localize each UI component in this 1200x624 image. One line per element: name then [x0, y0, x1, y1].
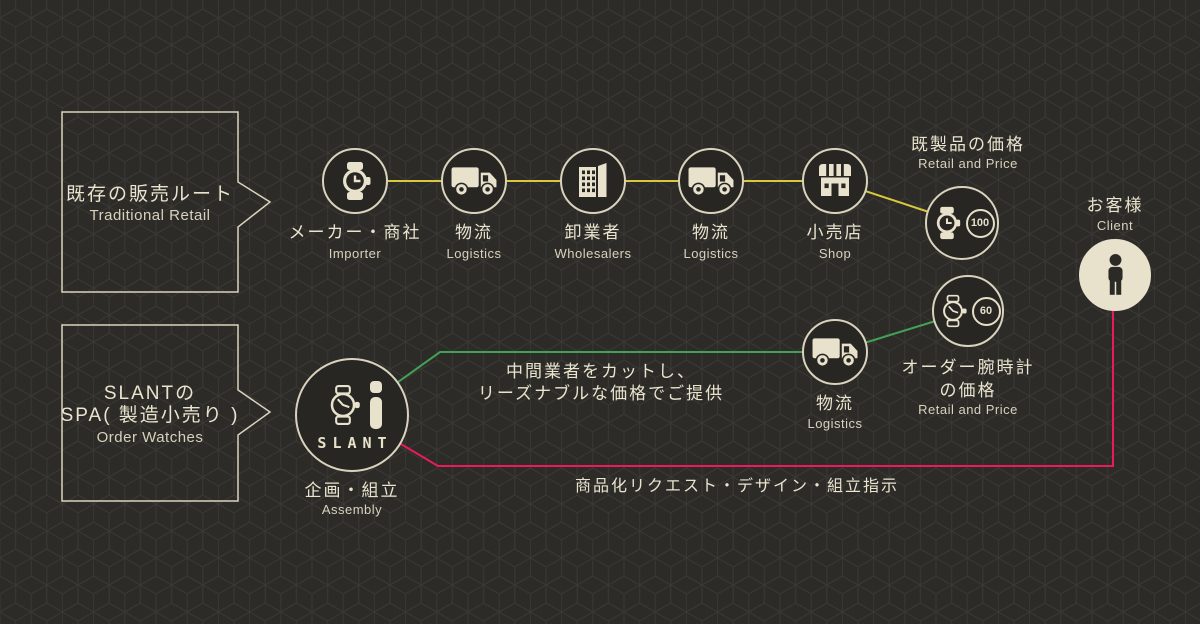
slant-logo-mark — [322, 380, 382, 429]
node-logistics-2 — [678, 148, 744, 214]
cut-middlemen-note-line1: 中間業者をカットし、 — [506, 362, 696, 381]
truck-icon — [688, 164, 734, 198]
order-price-label-jp1: オーダー腕時計 — [901, 358, 1035, 377]
truck-icon — [451, 164, 497, 198]
node-spa-logistics — [802, 319, 868, 385]
node-wholesalers-label-jp: 卸業者 — [564, 223, 622, 242]
node-logistics-1-label-jp: 物流 — [455, 223, 493, 242]
node-importer-label-jp: メーカー・商社 — [288, 223, 422, 242]
node-wholesalers-label-en: Wholesalers — [554, 246, 632, 261]
spa-box-outline — [61, 324, 272, 502]
cut-middlemen-note-line2: リーズナブルな価格でご提供 — [477, 384, 725, 403]
node-shop-label-jp: 小売店 — [806, 223, 864, 242]
slant-logo-text: SLANT — [317, 433, 393, 452]
person-icon — [1102, 253, 1129, 297]
node-retail-price: 100 — [925, 186, 999, 260]
assembly-label-jp: 企画・組立 — [304, 481, 400, 500]
building-icon — [573, 161, 613, 201]
spa-logistics-label-en: Logistics — [807, 416, 863, 431]
traditional-box-outline — [61, 111, 272, 293]
spa-box-line2: SPA( 製造小売り ) — [60, 405, 240, 426]
node-logistics-2-label-jp: 物流 — [692, 223, 730, 242]
request-note: 商品化リクエスト・デザイン・組立指示 — [574, 478, 900, 495]
node-importer-label-en: Importer — [328, 246, 382, 261]
node-logistics-1-label-en: Logistics — [446, 246, 502, 261]
watch-outline-icon — [322, 384, 364, 426]
price-badge-100: 100 — [965, 208, 995, 238]
node-logistics-1 — [441, 148, 507, 214]
price-badge-60: 60 — [971, 296, 1001, 326]
client-label-jp: お客様 — [1086, 196, 1144, 215]
node-shop — [802, 148, 868, 214]
retail-price-label-en: Retail and Price — [918, 156, 1018, 171]
client-label-en: Client — [1096, 218, 1134, 233]
order-price-label-jp2: の価格 — [939, 381, 997, 400]
assembly-label-en: Assembly — [321, 502, 383, 517]
slant-logo-bar — [370, 380, 382, 429]
truck-icon — [812, 335, 858, 369]
traditional-box-title-en: Traditional Retail — [89, 207, 211, 224]
node-order-price: 60 — [932, 275, 1004, 347]
node-logistics-2-label-en: Logistics — [683, 246, 739, 261]
shop-icon — [815, 162, 855, 200]
spa-box-line3: Order Watches — [96, 429, 204, 446]
watch-icon — [930, 206, 964, 240]
watch-outline-icon — [936, 294, 970, 328]
node-slant-assembly: SLANT — [295, 358, 409, 472]
traditional-box-title-jp: 既存の販売ルート — [65, 184, 235, 205]
order-price-label-en: Retail and Price — [918, 402, 1018, 417]
retail-price-label-jp: 既製品の価格 — [911, 135, 1025, 154]
node-client — [1079, 239, 1151, 311]
node-wholesalers — [560, 148, 626, 214]
node-shop-label-en: Shop — [818, 246, 852, 261]
node-importer — [322, 148, 388, 214]
watch-icon — [335, 161, 375, 201]
spa-box-line1: SLANTの — [103, 383, 197, 404]
spa-logistics-label-jp: 物流 — [816, 394, 854, 413]
